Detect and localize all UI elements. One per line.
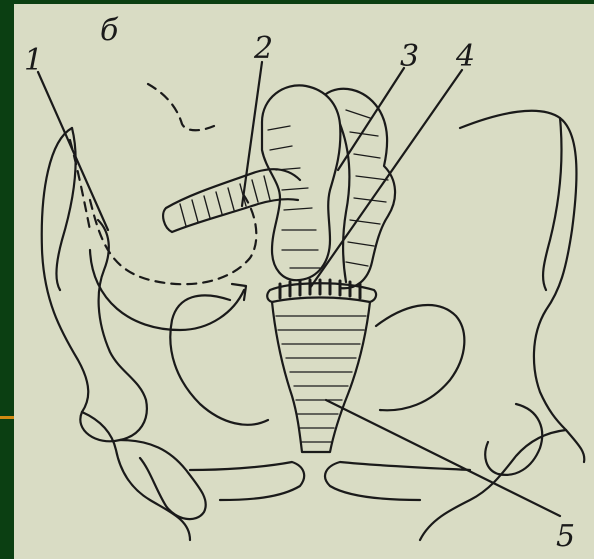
right-iliac-inner-edge [543, 118, 562, 290]
rectal-stump [272, 302, 370, 452]
panel-label: б [100, 13, 119, 48]
reservoir-left-pouch [262, 85, 340, 280]
rotation-arrow [90, 250, 244, 330]
right-obturator [485, 404, 542, 475]
pelvic-inlet-right [376, 305, 464, 410]
left-pubic-ramus [82, 412, 190, 540]
leader-3 [338, 68, 404, 170]
leader-2 [242, 62, 262, 206]
pelvis-anastomosis-diagram: б 1 2 3 4 5 [14, 4, 594, 559]
reservoir-fold [340, 124, 349, 282]
left-symphysis-arc [190, 462, 304, 500]
reservoir-right-pouch [326, 89, 395, 289]
leader-1 [38, 72, 108, 230]
label-4: 4 [455, 39, 475, 74]
label-5: 5 [556, 519, 575, 554]
right-pelvic-bone [460, 111, 584, 462]
pelvic-inlet [170, 295, 268, 424]
label-3: 3 [400, 39, 419, 74]
book-page: б 1 2 3 4 5 [14, 4, 594, 559]
right-symphysis-arc [325, 462, 470, 500]
label-1: 1 [24, 43, 43, 78]
dashed-outline-upper [148, 84, 214, 130]
reservoir-hatching [268, 110, 388, 268]
label-2: 2 [253, 31, 273, 66]
leader-5 [326, 400, 560, 516]
right-pubic-ramus [420, 430, 566, 540]
